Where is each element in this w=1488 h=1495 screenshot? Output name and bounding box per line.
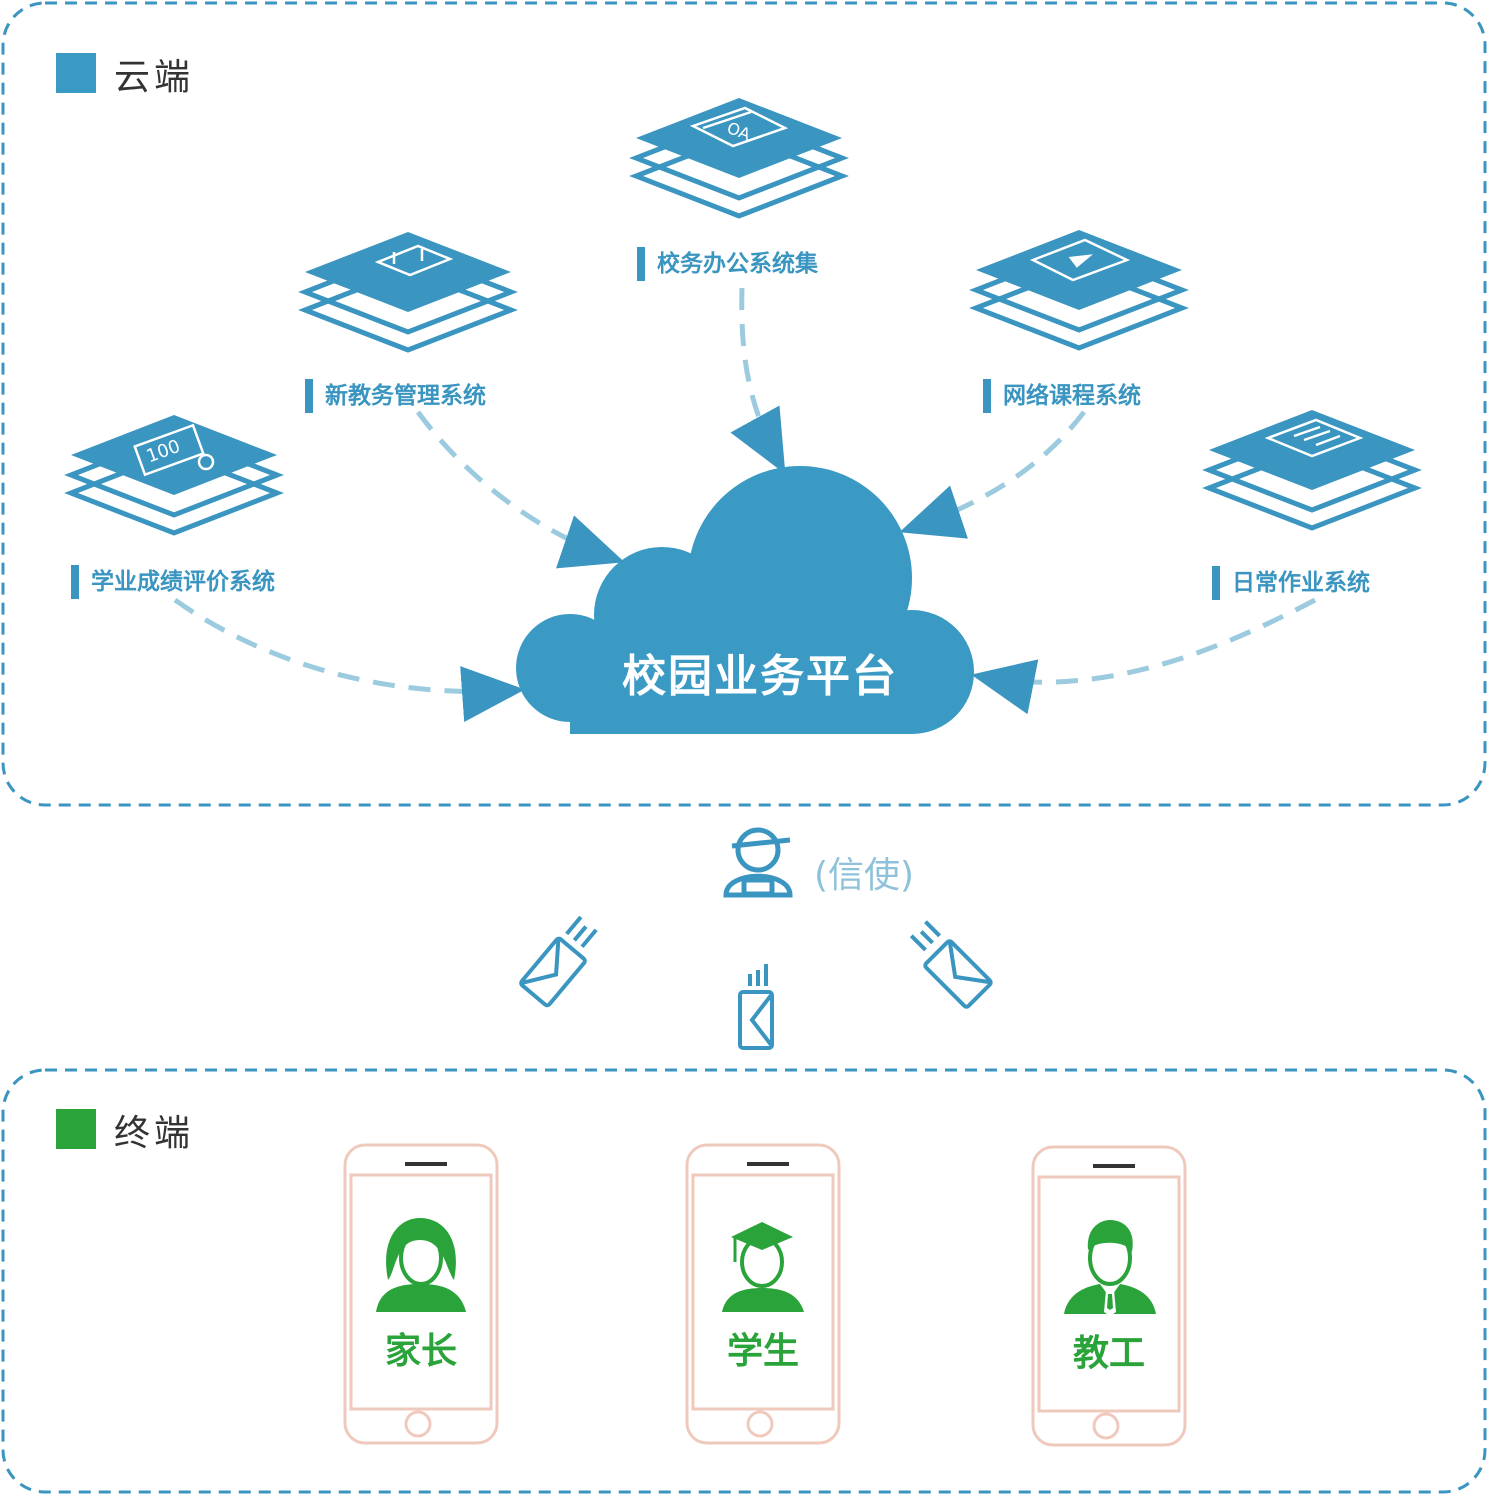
envelope-icon-right (909, 920, 993, 1009)
system-label-online-course: 网络课程系统 (983, 379, 1141, 413)
phone-staff (1031, 1145, 1187, 1447)
envelope-icon-center (738, 964, 774, 1050)
document-icon (1264, 418, 1364, 458)
cloud-section-square (56, 53, 96, 93)
man-tie-avatar-icon (1064, 1220, 1156, 1316)
cloud-section-frame (1, 1, 1487, 807)
cloud-section-label: 云端 (114, 57, 195, 98)
connector-office (730, 287, 786, 475)
system-label-academic-affairs: 新教务管理系统 (305, 379, 486, 413)
messenger-label: (信使) (814, 855, 915, 896)
calendar-icon (374, 244, 454, 277)
system-label-office: 校务办公系统集 (637, 247, 818, 281)
system-layers-academic-affairs (305, 232, 511, 350)
connector-academic-eval (173, 597, 525, 722)
role-label-student: 学生 (726, 1331, 799, 1372)
system-layers-online-course (976, 230, 1182, 348)
role-label-parent: 家长 (384, 1331, 457, 1372)
terminal-section-label: 终端 (114, 1113, 195, 1154)
phone-parent (343, 1143, 499, 1445)
system-label-academic-eval: 学业成绩评价系统 (71, 565, 275, 599)
terminal-section-square (56, 1109, 96, 1149)
video-play-icon (1029, 238, 1131, 282)
score-100-icon: 100 (133, 423, 215, 477)
system-layers-academic-eval: 100 (71, 415, 277, 533)
woman-avatar-icon (376, 1218, 466, 1312)
system-layers-homework (1209, 410, 1415, 528)
connectors (173, 287, 1317, 722)
system-layers-office: OA (636, 98, 842, 216)
connector-online-course (899, 410, 1086, 539)
connector-academic-affairs (415, 410, 625, 569)
role-label-staff: 教工 (1072, 1333, 1145, 1374)
connector-homework (971, 597, 1317, 715)
envelope-icon-left (519, 915, 598, 1008)
platform-label: 校园业务平台 (622, 651, 898, 702)
platform-cloud (516, 466, 974, 734)
system-label-homework: 日常作业系统 (1212, 566, 1370, 600)
terminal-section-frame (1, 1068, 1487, 1494)
courier-icon (723, 827, 793, 898)
graduate-avatar-icon (722, 1222, 804, 1312)
phone-student (685, 1143, 841, 1445)
